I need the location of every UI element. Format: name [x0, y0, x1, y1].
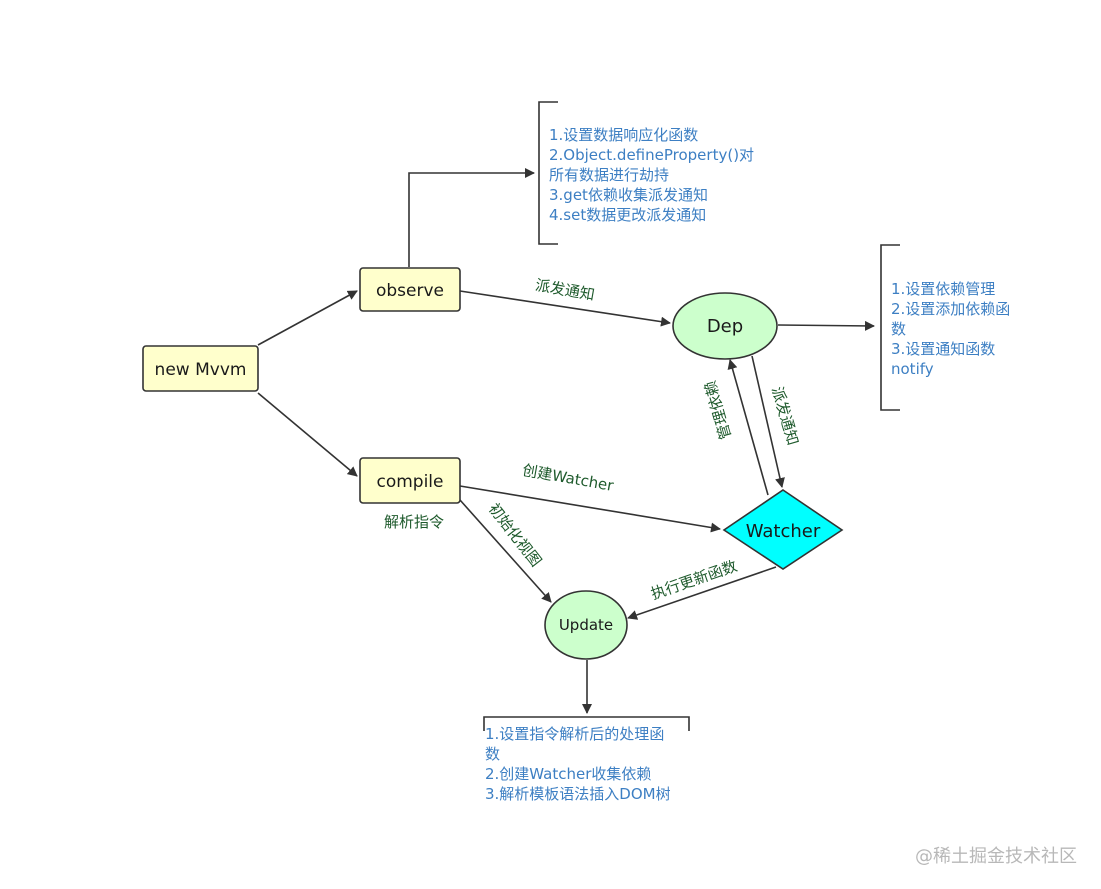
update-note-line: 2.创建Watcher收集依赖 — [485, 765, 652, 783]
edge-watcher-update — [627, 566, 777, 620]
update-note-line: 3.解析模板语法插入DOM树 — [485, 785, 671, 803]
observe-note-line: 4.set数据更改派发通知 — [549, 206, 707, 224]
observe-note-line: 3.get依赖收集派发通知 — [549, 186, 708, 204]
edge-observe-note — [408, 168, 535, 267]
dep-note-line: notify — [891, 360, 934, 378]
watcher-label: Watcher — [746, 521, 821, 542]
dep-node: Dep — [672, 292, 778, 360]
compile-label: compile — [376, 472, 443, 492]
label-compile-to-watcher: 创建Watcher — [521, 461, 616, 495]
observe-note-line: 1.设置数据响应化函数 — [549, 126, 699, 144]
edge-watcher-dep — [727, 359, 769, 496]
note-brackets — [483, 101, 900, 731]
connectors — [257, 168, 875, 714]
edge-dep-note — [777, 320, 875, 331]
edge-observe-dep — [459, 290, 671, 327]
label-compile-to-update: 初始化视图 — [485, 500, 545, 570]
observe-note: 1.设置数据响应化函数 2.Object.defineProperty()对 所… — [549, 125, 754, 225]
label-watcher-to-dep: 管理依赖 — [701, 379, 735, 442]
dep-note-line: 数 — [891, 320, 907, 338]
label-watcher-to-update: 执行更新函数 — [649, 557, 740, 603]
dep-label: Dep — [707, 316, 743, 337]
label-compile-caption: 解析指令 — [384, 513, 444, 531]
observe-node: observe — [359, 267, 461, 312]
label-observe-to-dep: 派发通知 — [534, 276, 596, 304]
edge-mvvm-observe — [257, 290, 358, 346]
dep-note: 1.设置依赖管理 2.设置添加依赖函 数 3.设置通知函数 notify — [891, 279, 1010, 379]
label-dep-to-watcher: 派发通知 — [768, 385, 802, 448]
observe-label: observe — [376, 281, 444, 301]
update-label: Update — [559, 616, 613, 634]
watermark: @稀土掘金技术社区 — [915, 846, 1077, 867]
edge-compile-update — [459, 499, 552, 603]
observe-note-line: 所有数据进行劫持 — [549, 166, 670, 184]
dep-note-line: 2.设置添加依赖函 — [891, 300, 1011, 318]
compile-node: compile — [359, 457, 461, 504]
update-note: 1.设置指令解析后的处理函 数 2.创建Watcher收集依赖 3.解析模板语法… — [485, 724, 671, 804]
update-note-line: 数 — [485, 745, 501, 763]
new-mvvm-label: new Mvvm — [155, 360, 247, 380]
update-note-bracket — [483, 716, 690, 731]
edge-dep-watcher — [751, 355, 785, 488]
dep-note-bracket — [880, 244, 900, 411]
edge-compile-watcher — [459, 485, 721, 533]
dep-note-line: 3.设置通知函数 — [891, 340, 996, 358]
observe-note-bracket — [538, 101, 558, 245]
dep-note-line: 1.设置依赖管理 — [891, 280, 996, 298]
observe-note-line: 2.Object.defineProperty()对 — [549, 146, 755, 164]
new-mvvm-node: new Mvvm — [142, 345, 259, 392]
update-note-line: 1.设置指令解析后的处理函 — [485, 725, 665, 743]
edge-mvvm-compile — [257, 392, 358, 477]
watcher-node: Watcher — [722, 489, 844, 570]
update-node: Update — [544, 590, 628, 660]
